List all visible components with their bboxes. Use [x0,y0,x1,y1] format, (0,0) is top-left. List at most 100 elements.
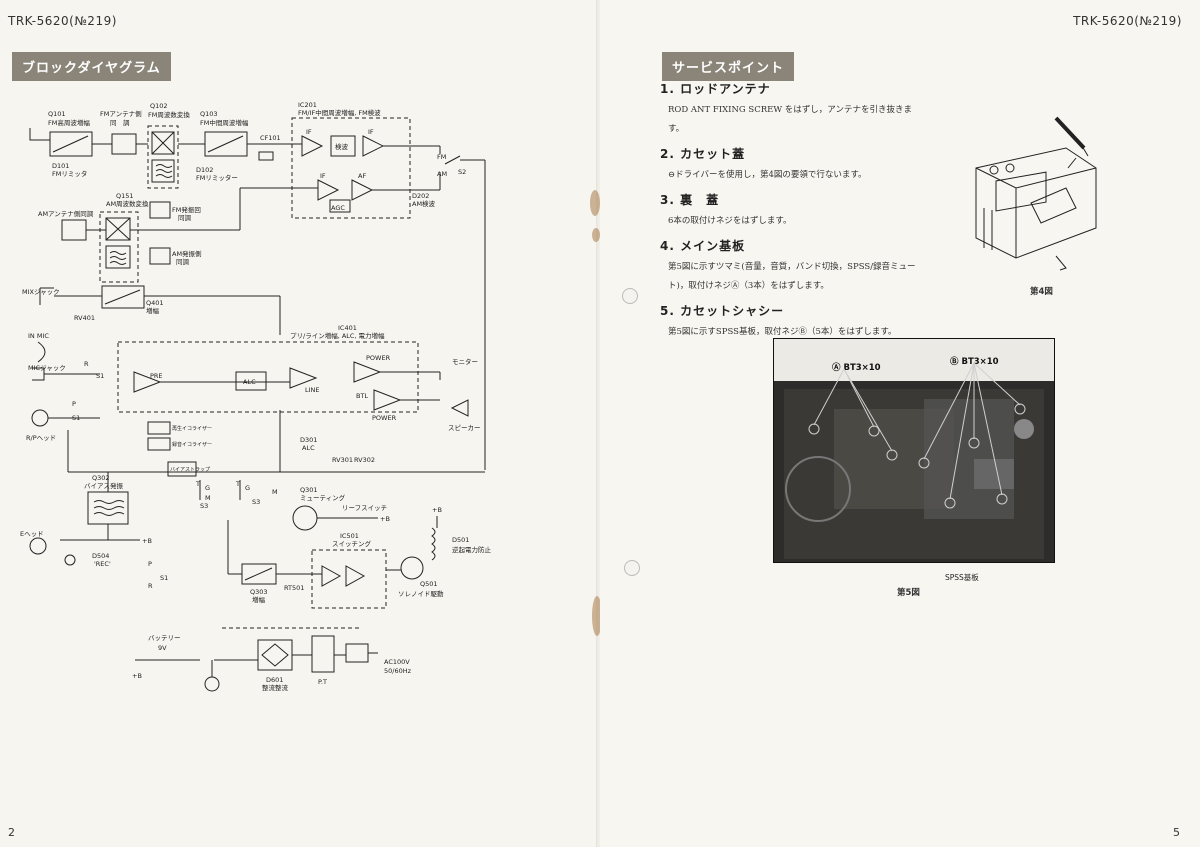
label-q302-desc: バイアス発振 [84,481,124,490]
label-bias-trap: バイアストラップ [170,467,210,473]
label-e-head: Eヘッド [20,530,44,538]
label-g-2: G [245,484,250,492]
label-agc: AGC [331,204,345,212]
label-if-3: IF [320,172,326,180]
label-mic-jack: MICジャック [28,364,66,372]
label-speaker: スピーカー [448,424,481,432]
label-detect: 検波 [335,142,349,151]
label-playback-eq: 再生イコライザー [172,425,212,432]
label-ic501: IC501 [340,532,359,540]
stain-mark [592,596,602,636]
label-fm-sw: FM [437,153,446,161]
ic201-dashed [291,117,411,219]
label-fm-ant: FMアンテナ側 [100,110,142,118]
cf101-block [258,151,274,161]
label-q103: Q103 [200,110,218,118]
bias-trap-block [167,461,197,477]
label-fm-osc-tune: 同調 [178,213,192,222]
label-d101: D101 [52,162,69,170]
service-item-heading: 4. メイン基板 [660,239,746,253]
label-q303: Q303 [250,588,268,596]
label-d102: D102 [196,166,213,174]
photo-top-area [774,339,1054,381]
q102-mixer [151,131,175,155]
label-q301-desc: ミューティング [300,493,346,502]
label-d102-desc: FMリミッター [196,173,238,182]
label-power-2: POWER [372,414,397,422]
label-s1-top: S1 [96,372,104,380]
service-point-list: 1. ロッドアンテナ ROD ANT FIXING SCREW をはずし，アンテ… [660,80,920,348]
q151-dashed [99,211,139,283]
spss-board-label: SPSS基板 [945,573,979,582]
service-item-heading: 3. 裏 蓋 [660,193,720,207]
label-in-mic: IN MIC [28,332,49,340]
label-q303-desc: 増幅 [252,595,266,604]
figure-5-photo: Ⓐ BT3×10 Ⓑ BT3×10 [773,338,1055,563]
label-ac: AC100V [384,658,410,666]
label-q101-desc: FM高周波増幅 [48,118,90,127]
label-p-1: P [72,400,76,408]
pt-block [311,635,335,673]
label-ic201: IC201 [298,101,317,109]
label-d504-desc: 'REC' [94,560,111,568]
right-header-code: TRK-5620(№219) [1073,14,1182,28]
service-item-heading: 1. ロッドアンテナ [660,82,771,96]
q102-filter [151,159,175,183]
label-screw-a: Ⓐ BT3×10 [832,363,881,373]
left-page-number: 2 [8,826,15,839]
label-am-sw: AM [437,170,447,178]
label-s1: S1 [72,414,80,422]
label-q301: Q301 [300,486,318,494]
label-leaf-switch: リーフスイッチ [342,504,387,512]
label-hz: 50/60Hz [384,667,412,675]
label-record-eq: 録音イコライザー [172,441,212,448]
q102-dashed [147,125,179,189]
label-g-1: G [205,484,210,492]
label-q501: Q501 [420,580,438,588]
label-rv302: RV302 [354,456,375,464]
figure-4-caption: 第4図 [1030,287,1053,297]
label-d501-desc: 逆起電力防止 [452,545,492,554]
label-q401: Q401 [146,299,164,307]
block-diagram: Q101 FM高周波増幅 FMアンテナ側 同 調 D101 FMリミッタ Q10… [20,101,492,692]
figure-5-caption: 第5図 [897,588,920,598]
label-q302: Q302 [92,474,110,482]
label-d101-desc: FMリミッタ [52,169,87,178]
label-p-2: P [148,560,152,568]
label-d301: D301 [300,436,317,444]
q401-block [101,285,145,309]
label-monitor: モニター [452,357,478,366]
label-ic201-desc: FM/IF中間周波増幅, FM検波 [298,108,381,117]
label-m-1: M [205,494,211,502]
service-item-body: 第5図に示すツマミ(音量，音質，バンド切換，SPSS/録音ミュート)，取付けネジ… [668,262,916,291]
photo-circuit-board [784,362,1044,559]
label-line: LINE [305,386,320,394]
label-fm-osc: FM発振回 [172,205,201,214]
label-rv401: RV401 [74,314,95,322]
label-ic501-desc: スイッチング [332,539,372,548]
label-battery-v: 9V [158,644,167,652]
service-item-body: ROD ANT FIXING SCREW をはずし，アンテナを引き抜きます。 [668,105,912,134]
ic501-dashed [311,549,387,609]
label-plus-b-2: +B [142,537,152,545]
right-page: TRK-5620(№219) サービスポイント 1. ロッドアンテナ ROD A… [600,0,1200,847]
label-q151: Q151 [116,192,134,200]
label-ic401-desc: プリ/ライン増幅, ALC, 電力増幅 [290,331,385,340]
label-d202: D202 [412,192,429,200]
label-plus-b-3: +B [432,506,442,514]
left-header-code: TRK-5620(№219) [8,14,117,28]
service-item-body: 第5図に示すSPSS基板，取付ネジⒷ（5本）をはずします。 [668,327,897,337]
label-screw-b: Ⓑ BT3×10 [950,357,999,367]
label-t-2: T [235,480,240,488]
fm-ant-tune-block [111,133,137,155]
label-alc: ALC [243,378,256,386]
service-item-body: 6本の取付けネジをはずします。 [668,216,792,226]
service-item-heading: 5. カセットシャシー [660,304,785,318]
binder-hole [624,560,640,576]
figure-4-illustration [975,116,1097,271]
page-fold [596,0,602,847]
label-d601: D601 [266,676,283,684]
label-d601-desc: 整流整流 [262,683,289,692]
service-item-heading: 2. カセット蓋 [660,147,746,161]
label-s3-right: S3 [252,498,260,506]
